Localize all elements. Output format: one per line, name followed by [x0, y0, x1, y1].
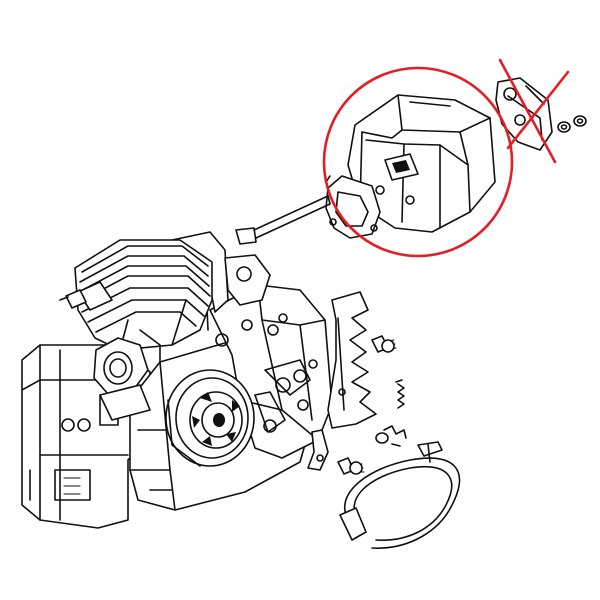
springs: [375, 379, 407, 447]
cylinder: [59, 239, 213, 421]
screws: [337, 335, 397, 475]
clutch-drum: [165, 369, 255, 467]
nuts: [557, 115, 587, 133]
long-bolt: [235, 195, 331, 245]
brake-band: [339, 441, 461, 549]
spiked-bumper: [327, 291, 377, 429]
brake-lever: [307, 429, 329, 471]
cross-out-mark: [498, 58, 570, 164]
muffler-gasket: [325, 175, 381, 239]
highlight-circle: [322, 66, 514, 258]
